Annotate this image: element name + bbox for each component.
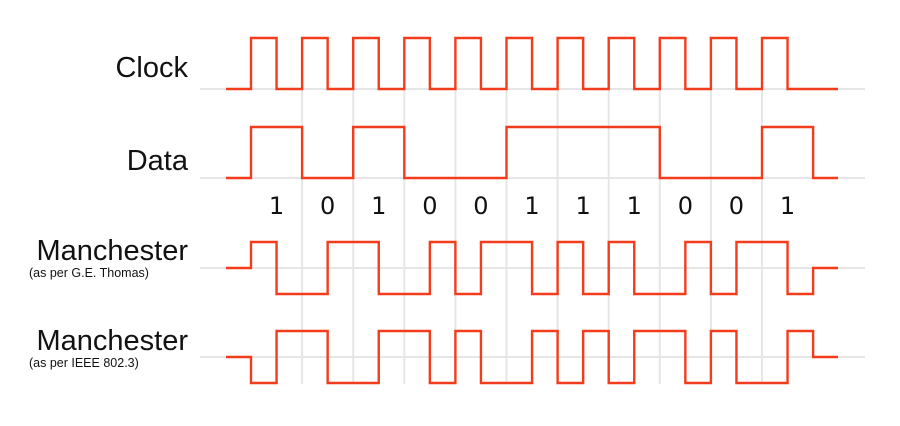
clock-label: Clock	[115, 52, 188, 84]
bit-value: 1	[627, 192, 642, 220]
waveforms	[226, 36, 838, 385]
bit-value: 1	[780, 192, 795, 220]
clock-waveform	[226, 36, 838, 91]
bit-value: 0	[729, 192, 744, 220]
bit-value: 0	[320, 192, 335, 220]
bit-value: 0	[678, 192, 693, 220]
manchester-ieee-waveform	[226, 329, 838, 385]
manchester-ieee-label: Manchester	[36, 325, 188, 357]
manchester-thomas-sublabel: (as per G.E. Thomas)	[29, 266, 149, 280]
bit-value: 0	[473, 192, 488, 220]
bit-value: 1	[269, 192, 284, 220]
signal-labels: Clock Data Manchester (as per G.E. Thoma…	[29, 52, 189, 370]
bit-value: 0	[422, 192, 437, 220]
manchester-ieee-sublabel: (as per IEEE 802.3)	[29, 356, 139, 370]
bit-values: 1 0 1 0 0 1 1 1 0 0 1	[269, 192, 795, 220]
manchester-thomas-waveform	[226, 240, 838, 296]
bit-value: 1	[371, 192, 386, 220]
bit-value: 1	[576, 192, 591, 220]
manchester-thomas-label: Manchester	[36, 235, 188, 267]
data-label: Data	[127, 145, 189, 177]
bit-value: 1	[524, 192, 539, 220]
data-waveform	[226, 125, 838, 180]
